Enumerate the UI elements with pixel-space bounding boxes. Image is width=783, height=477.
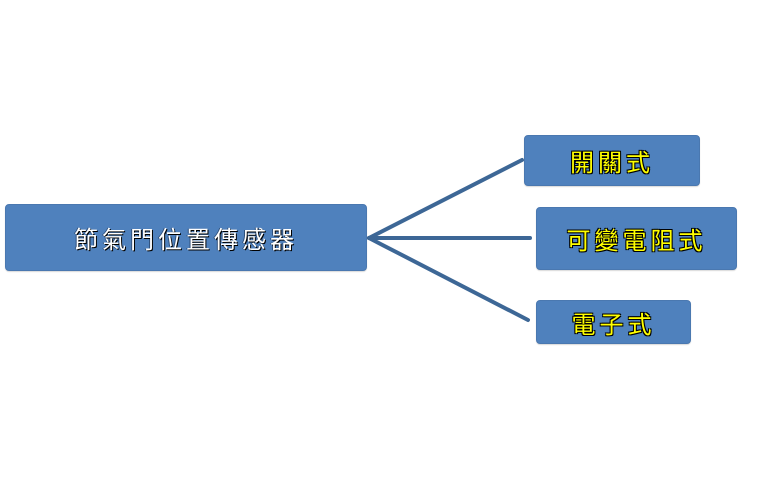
- connector-line: [367, 236, 530, 322]
- root-node-label: 節氣門位置傳感器: [74, 226, 298, 254]
- child-node-variable-resistor-type: 可變電阻式: [536, 207, 737, 270]
- child-node-switch-type: 開關式: [524, 135, 700, 186]
- child-node-label: 可變電阻式: [566, 227, 707, 255]
- root-node: 節氣門位置傳感器: [5, 204, 367, 271]
- child-node-label: 電子式: [571, 310, 656, 339]
- child-node-electronic-type: 電子式: [536, 300, 691, 344]
- child-node-label: 開關式: [570, 149, 654, 177]
- connector-line: [367, 158, 524, 240]
